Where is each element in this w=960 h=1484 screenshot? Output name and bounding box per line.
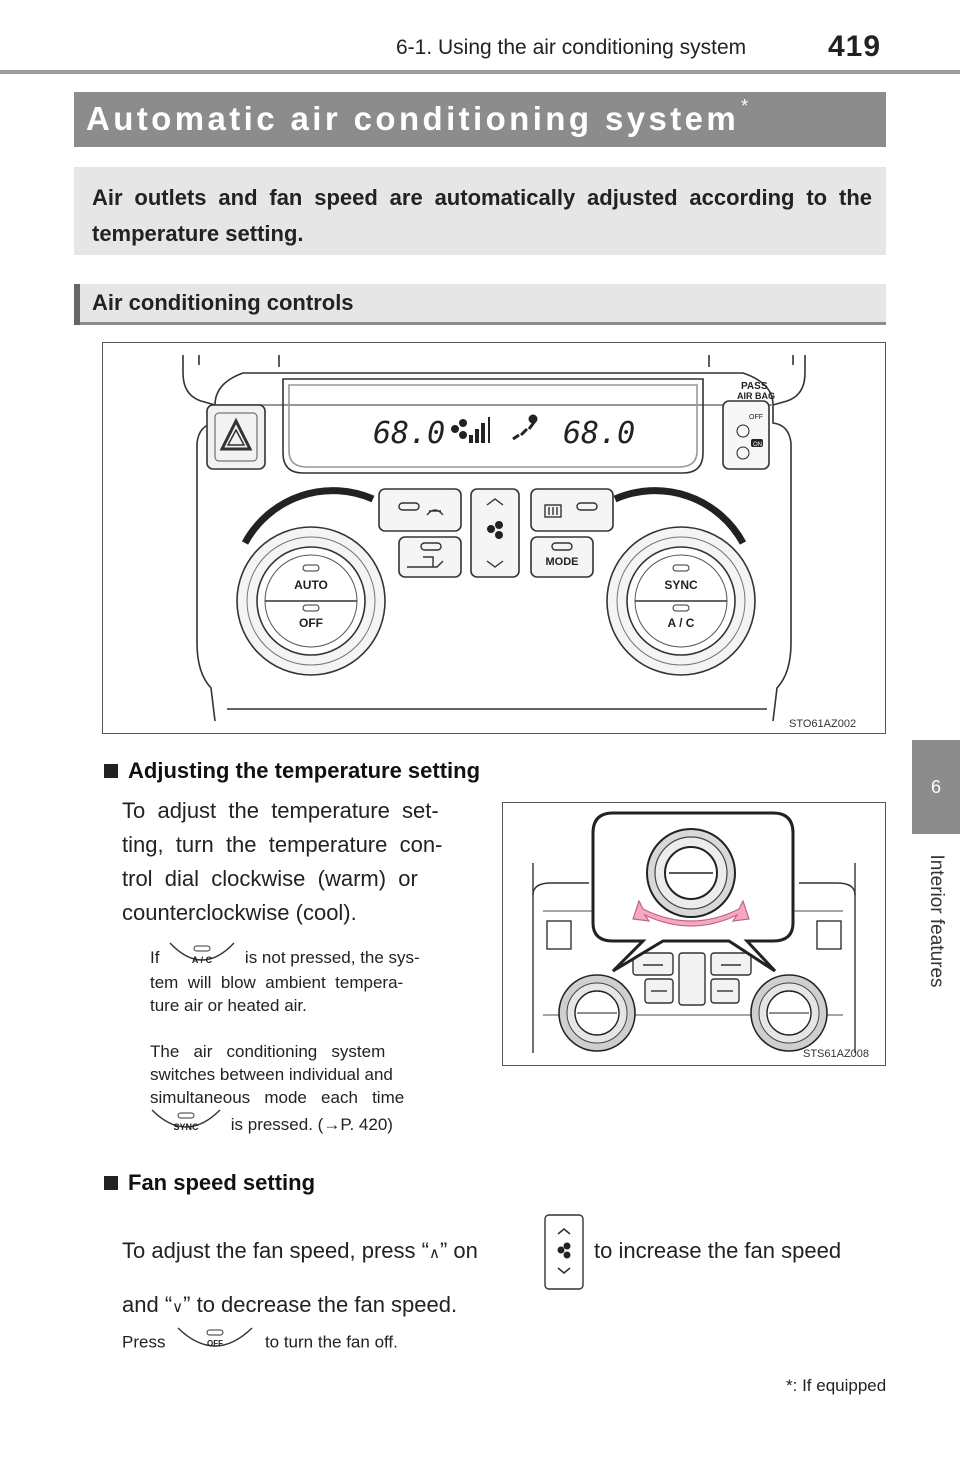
airbag-label-pass: PASS — [741, 381, 768, 392]
footnote-mark: * — [786, 1376, 793, 1395]
note1-suffix: is not pressed, the sys- — [244, 948, 420, 967]
airbag-on-label: ON — [753, 442, 762, 448]
off-button-icon: OFF — [177, 1327, 253, 1348]
temp-line-4: counterclockwise (cool). — [122, 900, 357, 925]
ac-icon-label: A / C — [192, 955, 213, 965]
note1-prefix: If — [150, 948, 160, 967]
fan-speed-button[interactable] — [470, 488, 520, 578]
section-title-text: Automatic air conditioning system — [86, 100, 740, 137]
footnote: *: If equipped — [786, 1374, 886, 1397]
bullet-square-icon — [104, 764, 118, 778]
temp-heading: Adjusting the temperature setting — [104, 758, 480, 784]
display-fan-icon — [451, 417, 490, 443]
display-left-temp: 68.0 — [373, 416, 445, 451]
fan-heading-text: Fan speed setting — [128, 1170, 316, 1195]
intro-box — [74, 167, 886, 255]
temp-line-2: ting, turn the temperature con- — [122, 832, 443, 857]
zoomed-temp-dial — [646, 828, 736, 918]
temp-note-2: The air conditioning system switches bet… — [150, 1040, 484, 1138]
display-right-temp: 68.0 — [563, 416, 635, 451]
fan-up-glyph: ∧ — [428, 1245, 440, 1262]
running-header-section: 6-1. Using the air conditioning system — [396, 36, 747, 59]
press-suffix: to turn the fan off. — [264, 1332, 398, 1352]
figure1-code: STO61AZ002 — [789, 718, 856, 730]
intro-text: Air outlets and fan speed are automatica… — [92, 185, 872, 246]
temp-body: To adjust the temperature set- ting, tur… — [122, 794, 482, 930]
auto-button-label: AUTO — [294, 578, 328, 592]
footnote-text: : If equipped — [792, 1376, 887, 1395]
sync-icon-label: SYNC — [173, 1122, 199, 1132]
rear-defog-button[interactable] — [530, 488, 614, 532]
subsection-accent — [74, 284, 80, 325]
subsection-bar — [74, 284, 886, 325]
figure2-code: STS61AZ008 — [803, 1048, 869, 1060]
note2-line-2: switches between individual and — [150, 1065, 393, 1084]
mode-button[interactable] — [530, 536, 594, 578]
airbag-off-label: OFF — [749, 414, 763, 421]
fan-heading: Fan speed setting — [104, 1170, 315, 1196]
control-panel-illustration: 68.0 68.0 PASS AIR BAG OFF ON — [182, 355, 856, 730]
small-right-dial — [750, 974, 828, 1052]
left-temp-dial[interactable]: AUTO OFF — [236, 526, 386, 676]
fan-line1-c: to increase the fan speed — [594, 1238, 842, 1263]
ac-button-label: A / C — [668, 616, 695, 630]
note2-suffix: is pressed. ( — [230, 1115, 324, 1134]
mode-button-label: MODE — [546, 556, 579, 568]
windshield-defog-button[interactable] — [378, 488, 462, 532]
right-temp-dial[interactable]: SYNC A / C — [606, 526, 756, 676]
fan-line2-a: and “ — [122, 1292, 173, 1317]
temp-dial-figure: STS61AZ008 — [502, 802, 886, 1066]
control-panel-figure: 68.0 68.0 PASS AIR BAG OFF ON — [102, 342, 886, 734]
temp-line-1: To adjust the temperature set- — [122, 798, 439, 823]
subsection-title: Air conditioning controls — [92, 290, 354, 315]
display-airflow-icon — [512, 414, 538, 441]
arrow-right-icon: → — [323, 1115, 341, 1134]
note2-line-3: simultaneous mode each time — [150, 1088, 405, 1107]
note1-line-2: tem will blow ambient tempera- — [150, 972, 404, 992]
chapter-label-text: Interior features — [926, 854, 947, 988]
bullet-square-icon — [104, 1176, 118, 1190]
ac-button-icon: A / C — [169, 942, 235, 965]
section-title-bar — [74, 92, 886, 147]
press-prefix: Press — [122, 1332, 166, 1352]
note1-line-3: ture air or heated air. — [150, 995, 307, 1015]
fan-line-2: and “∨” to decrease the fan speed. — [122, 1288, 457, 1325]
airbag-label-airbag: AIR BAG — [737, 391, 775, 401]
chapter-label: Interior features — [912, 842, 960, 1000]
chapter-tab[interactable]: 6 — [912, 740, 960, 834]
page-number: 419 — [828, 30, 882, 63]
equipped-mark: * — [741, 96, 752, 116]
section-title: Automatic air conditioning system* — [86, 96, 752, 138]
fan-off-note: Press OFF to turn the fan off. — [122, 1327, 398, 1356]
fan-line1-a: To adjust the fan speed, press “ — [122, 1238, 429, 1263]
fan-down-glyph: ∨ — [172, 1299, 184, 1316]
rotate-arrow-icon — [632, 899, 750, 927]
note2-ref-link[interactable]: P. 420) — [340, 1115, 393, 1134]
temp-dial-illustration: STS61AZ008 — [532, 811, 869, 1060]
fan-line1-b: ” on — [439, 1238, 478, 1263]
fan-speed-button-icon — [544, 1214, 584, 1290]
header-rule — [0, 70, 960, 74]
fan-line-1: To adjust the fan speed, press “∧” on — [122, 1234, 478, 1271]
small-left-dial — [558, 974, 636, 1052]
temp-heading-text: Adjusting the temperature setting — [128, 758, 481, 783]
temp-note-1: If A / C is not pressed, the sys- tem wi… — [150, 942, 484, 1017]
off-icon-label: OFF — [207, 1339, 223, 1348]
sync-button-label: SYNC — [664, 578, 698, 592]
temp-line-3: trol dial clockwise (warm) or — [122, 866, 418, 891]
off-button-label: OFF — [299, 616, 323, 630]
note2-line-1: The air conditioning system — [150, 1042, 386, 1061]
sync-button-icon: SYNC — [151, 1109, 221, 1132]
fan-line2-b: ” to decrease the fan speed. — [183, 1292, 458, 1317]
